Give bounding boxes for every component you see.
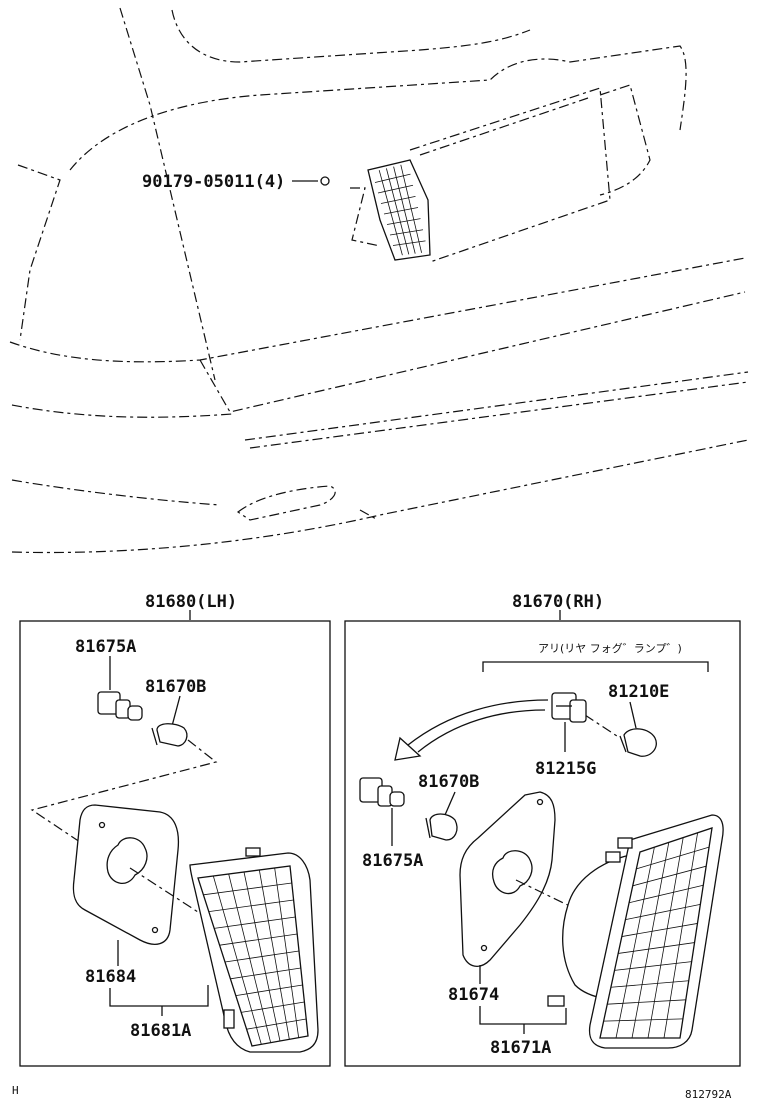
rh-option-note: アリ(リヤ フォグ゛ランプ゛) [538, 641, 682, 655]
lh-gasket-label: 81684 [85, 967, 136, 987]
rh-fog-bulb-icon [619, 728, 657, 757]
rh-bulb-icon [425, 813, 458, 841]
rh-gasket-label: 81674 [448, 985, 499, 1005]
rh-fog-socket-label: 81215G [535, 759, 596, 779]
rh-bulb-label: 81670B [418, 772, 479, 792]
rh-socket-icon [359, 777, 405, 807]
rh-lens-icon [547, 814, 724, 1049]
lh-gasket-icon [72, 804, 180, 945]
lh-lens-icon [189, 847, 319, 1053]
rh-fog-bulb-label: 81210E [608, 682, 669, 702]
arrow-icon [394, 699, 549, 761]
diagram-id: 812792A [685, 1088, 732, 1101]
lh-socket-icon [97, 691, 143, 721]
bolt-icon [320, 176, 330, 186]
rh-socket-label: 81675A [362, 851, 423, 871]
rh-parts: アリ(リヤ フォグ゛ランプ゛) 81210E 81215G 81670B [359, 641, 724, 1058]
bolt-label: 90179-05011(4) [142, 172, 285, 192]
rh-assembly-label: 81670(RH) [512, 592, 604, 612]
corner-mark: H [12, 1084, 19, 1097]
lh-socket-label: 81675A [75, 637, 136, 657]
lh-bulb-icon [151, 723, 188, 747]
lh-lens-label: 81681A [130, 1021, 191, 1041]
bolt-callout: 90179-05011(4) [142, 172, 330, 192]
rh-lens-label: 81671A [490, 1038, 551, 1058]
vehicle-reflector [367, 159, 431, 261]
vehicle-rear-illustration [9, 7, 749, 554]
rh-gasket-icon [459, 791, 556, 967]
rh-fog-socket-icon [551, 692, 587, 723]
rh-panel [344, 620, 741, 1067]
lh-bulb-label: 81670B [145, 677, 206, 697]
lh-assembly-label: 81680(LH) [145, 592, 237, 612]
lh-parts: 81675A 81670B 81684 [30, 637, 319, 1053]
lh-panel [19, 620, 331, 1067]
